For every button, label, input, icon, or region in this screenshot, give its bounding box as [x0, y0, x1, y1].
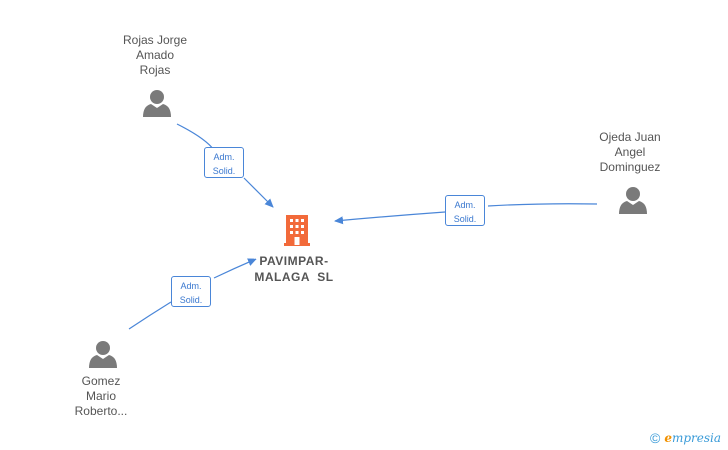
edge-label-rojas[interactable]: Adm. Solid. [204, 147, 244, 178]
person-name-line: Rojas Jorge [122, 33, 188, 47]
edge-label-line: Solid. [453, 214, 477, 224]
person-name-line: Dominguez [599, 160, 661, 174]
person-name-line: Roberto... [74, 404, 128, 418]
edge-label-line: Adm. [180, 281, 202, 291]
edge-ojeda-to-company [335, 203, 598, 221]
edge-label-line: Adm. [213, 152, 235, 162]
empresia-watermark: © empresia [650, 428, 721, 448]
empresia-logo-text: mpresia [671, 431, 722, 445]
company-name-line: PAVIMPAR- [259, 254, 329, 268]
copyright-symbol: © [650, 430, 661, 446]
person-name-ojeda[interactable]: Ojeda Juan Angel Dominguez [570, 130, 690, 175]
building-icon[interactable] [284, 215, 310, 246]
person-name-line: Gomez [81, 374, 121, 388]
edge-label-line: Solid. [212, 166, 236, 176]
edge-label-gomez[interactable]: Adm. Solid. [171, 276, 211, 307]
person-icon[interactable] [619, 187, 647, 214]
person-name-line: Angel [614, 145, 646, 159]
person-name-gomez[interactable]: Gomez Mario Roberto... [41, 374, 161, 419]
person-icon[interactable] [89, 341, 117, 368]
person-icon[interactable] [143, 90, 171, 117]
company-name-line: MALAGA SL [254, 270, 334, 284]
person-name-line: Rojas [139, 63, 171, 77]
edge-label-line: Adm. [454, 200, 476, 210]
edge-gomez-to-company [128, 259, 256, 330]
person-name-line: Ojeda Juan [599, 130, 661, 144]
person-name-line: Amado [135, 48, 175, 62]
edge-label-line: Solid. [179, 295, 203, 305]
edge-label-ojeda[interactable]: Adm. Solid. [445, 195, 485, 226]
person-name-rojas[interactable]: Rojas Jorge Amado Rojas [95, 33, 215, 78]
person-name-line: Mario [85, 389, 116, 403]
empresia-logo-initial: e [664, 431, 672, 445]
company-name[interactable]: PAVIMPAR- MALAGA SL [234, 253, 354, 285]
empresia-logo: empresia [664, 431, 721, 445]
